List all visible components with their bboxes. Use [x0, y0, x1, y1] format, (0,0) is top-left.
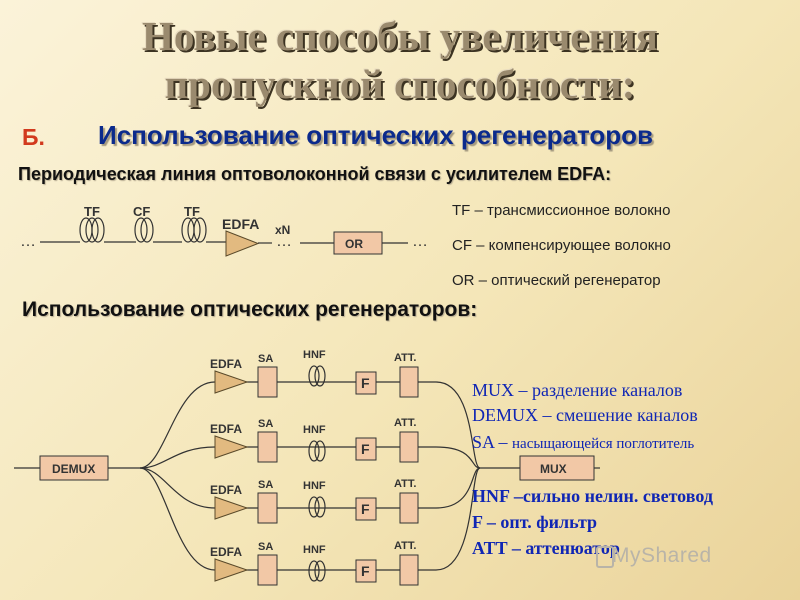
att-box-2: [399, 431, 419, 463]
legend-demux-key: DEMUX: [472, 405, 538, 425]
legend-sa: SA – насыщающейся поглотитель: [472, 432, 695, 452]
att-label-4: ATT.: [394, 540, 416, 552]
att-box-3: [399, 492, 419, 524]
regenerator-diagram: DEMUX MUX EDFA SA HNF F ATT. EDFA SA HNF F ATT. ED…: [14, 349, 600, 586]
filter-box-2: [355, 437, 377, 461]
filter-label-1: F: [361, 375, 370, 391]
demux-label: DEMUX: [52, 462, 95, 476]
tf-label-1: TF: [84, 204, 100, 219]
hnf-coil-icon: [308, 496, 320, 518]
edfa-amplifier-icon: [225, 230, 260, 257]
section-letter: Б.: [22, 124, 45, 150]
cf-coil: [134, 217, 154, 243]
slide-title: Новые способы увеличения пропускной спос…: [0, 12, 800, 108]
hnf-label-4: HNF: [303, 544, 326, 556]
legend-hnf: HNF –сильно нелин. световод: [472, 486, 713, 506]
dots-left: …: [20, 233, 36, 250]
sa-box-2: [257, 431, 278, 463]
edfa-label: EDFA: [222, 216, 259, 232]
xn-label: xN: [275, 223, 290, 237]
hnf-coil-icon: [308, 560, 320, 582]
filter-label-2: F: [361, 441, 370, 457]
hnf-label-1: HNF: [303, 349, 326, 361]
legend-mux-key: MUX: [472, 380, 515, 400]
watermark-text: MyShared: [612, 544, 712, 567]
hnf-coil-icon: [314, 560, 326, 582]
mux-box: [519, 455, 595, 481]
legend-or: OR – оптический регенератор: [452, 272, 661, 289]
cf-label: CF: [133, 204, 150, 219]
hnf-coil-icon: [314, 440, 326, 462]
hnf-coil-icon: [308, 440, 320, 462]
att-label-2: ATT.: [394, 417, 416, 429]
sa-box-1: [257, 366, 278, 398]
filter-label-3: F: [361, 501, 370, 517]
sa-box-4: [257, 554, 278, 586]
filter-box-4: [355, 559, 377, 583]
edfa-amplifier-icon: [214, 496, 249, 520]
mux-label: MUX: [540, 462, 567, 476]
dots-right: …: [412, 233, 428, 250]
att-box-4: [399, 554, 419, 586]
periodic-line-diagram: TF CF TF EDFA xN OR … … …: [20, 204, 428, 257]
sa-label-1: SA: [258, 353, 273, 365]
periodic-line-heading: Периодическая линия оптоволоконной связи…: [18, 164, 612, 184]
section-title: Использование оптических регенераторов: [98, 120, 654, 150]
hnf-coil-icon: [308, 365, 320, 387]
legend-sa-key: SA: [472, 432, 495, 452]
tf-label-2: TF: [184, 204, 200, 219]
hnf-coil-icon: [314, 496, 326, 518]
tf-coil-2: [181, 217, 207, 243]
hnf-coil-icon: [314, 365, 326, 387]
watermark-icon: [596, 546, 614, 568]
edfa-label-4: EDFA: [210, 545, 242, 559]
hnf-label-3: HNF: [303, 480, 326, 492]
or-label: OR: [345, 237, 363, 251]
legend-f-key: F: [472, 512, 483, 532]
demux-box: [39, 455, 109, 481]
legend-f: F – опт. фильтр: [472, 512, 598, 532]
edfa-amplifier-icon: [214, 558, 249, 582]
sa-label-3: SA: [258, 479, 273, 491]
title-line-2: пропускной способности:: [164, 61, 636, 107]
legend-demux: DEMUX – смешение каналов: [472, 405, 698, 425]
title-line-1: Новые способы увеличения: [142, 13, 658, 59]
legend-hnf-key: HNF: [472, 486, 510, 506]
edfa-amplifier-icon: [214, 435, 249, 459]
filter-box-1: [355, 371, 377, 395]
att-label-3: ATT.: [394, 478, 416, 490]
sa-box-3: [257, 492, 278, 524]
legend-cf: CF – компенсирующее волокно: [452, 237, 671, 254]
legend-tf: TF – трансмиссионное волокно: [452, 202, 671, 219]
legend-mux: MUX – разделение каналов: [472, 380, 683, 400]
regenerators-heading: Использование оптических регенераторов:: [22, 298, 478, 321]
att-label-1: ATT.: [394, 352, 416, 364]
edfa-label-1: EDFA: [210, 357, 242, 371]
edfa-label-3: EDFA: [210, 483, 242, 497]
edfa-amplifier-icon: [214, 370, 249, 394]
tf-coil-1: [79, 217, 105, 243]
legend-att-key: ATT: [472, 538, 508, 558]
filter-label-4: F: [361, 563, 370, 579]
dots-middle: …: [276, 233, 292, 250]
filter-box-3: [355, 497, 377, 521]
edfa-label-2: EDFA: [210, 422, 242, 436]
sa-label-2: SA: [258, 418, 273, 430]
sa-label-4: SA: [258, 541, 273, 553]
hnf-label-2: HNF: [303, 424, 326, 436]
att-box-1: [399, 366, 419, 398]
